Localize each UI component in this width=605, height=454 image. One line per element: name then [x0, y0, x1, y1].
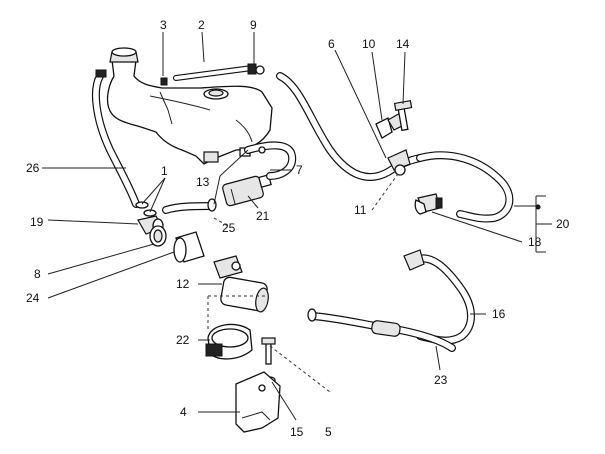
- mounting-plate: [235, 371, 281, 433]
- callout-15: 15: [290, 425, 304, 439]
- callout-25: 25: [222, 221, 236, 235]
- mount-clip: [375, 99, 413, 139]
- t-fitting: [387, 149, 411, 176]
- callout-5: 5: [325, 425, 332, 439]
- callout-13: 13: [196, 175, 210, 189]
- leader-lines: [42, 31, 552, 421]
- callout-labels: 3 2 9 6 10 14 26 1 13 7 21 25 19 11 20 1…: [26, 18, 570, 439]
- reference-dot: [535, 204, 541, 210]
- callout-20: 20: [556, 217, 570, 231]
- pump-bracket: [205, 323, 253, 360]
- callout-3: 3: [160, 18, 167, 32]
- hose-lower-right: [307, 249, 475, 352]
- rubber-sleeves: [149, 225, 205, 263]
- hose-upper: [244, 141, 297, 180]
- callout-6: 6: [328, 37, 335, 51]
- tank-clip: [160, 77, 168, 86]
- short-hose: [162, 198, 217, 214]
- callout-7: 7: [296, 163, 303, 177]
- callout-10: 10: [362, 37, 376, 51]
- hose-return: [416, 151, 514, 223]
- callout-8: 8: [34, 267, 41, 281]
- breather-pipe: [173, 63, 265, 81]
- callout-26: 26: [26, 161, 40, 175]
- callout-22: 22: [176, 333, 190, 347]
- callout-16: 16: [492, 307, 506, 321]
- elbow-fitting: [414, 193, 443, 215]
- callout-4: 4: [180, 405, 187, 419]
- callout-2: 2: [198, 18, 205, 32]
- callout-12: 12: [176, 277, 190, 291]
- callout-23: 23: [434, 373, 448, 387]
- callout-18: 18: [528, 235, 542, 249]
- callout-21: 21: [256, 209, 270, 223]
- callout-19: 19: [30, 215, 44, 229]
- hose-left: [91, 69, 140, 208]
- callout-24: 24: [26, 291, 40, 305]
- callout-14: 14: [396, 37, 410, 51]
- callout-11: 11: [354, 203, 367, 217]
- callout-1: 1: [161, 164, 168, 178]
- fuel-filter: [222, 174, 272, 207]
- fuel-pump: [213, 255, 269, 313]
- fuel-tank: [106, 47, 273, 165]
- callout-9: 9: [250, 18, 257, 32]
